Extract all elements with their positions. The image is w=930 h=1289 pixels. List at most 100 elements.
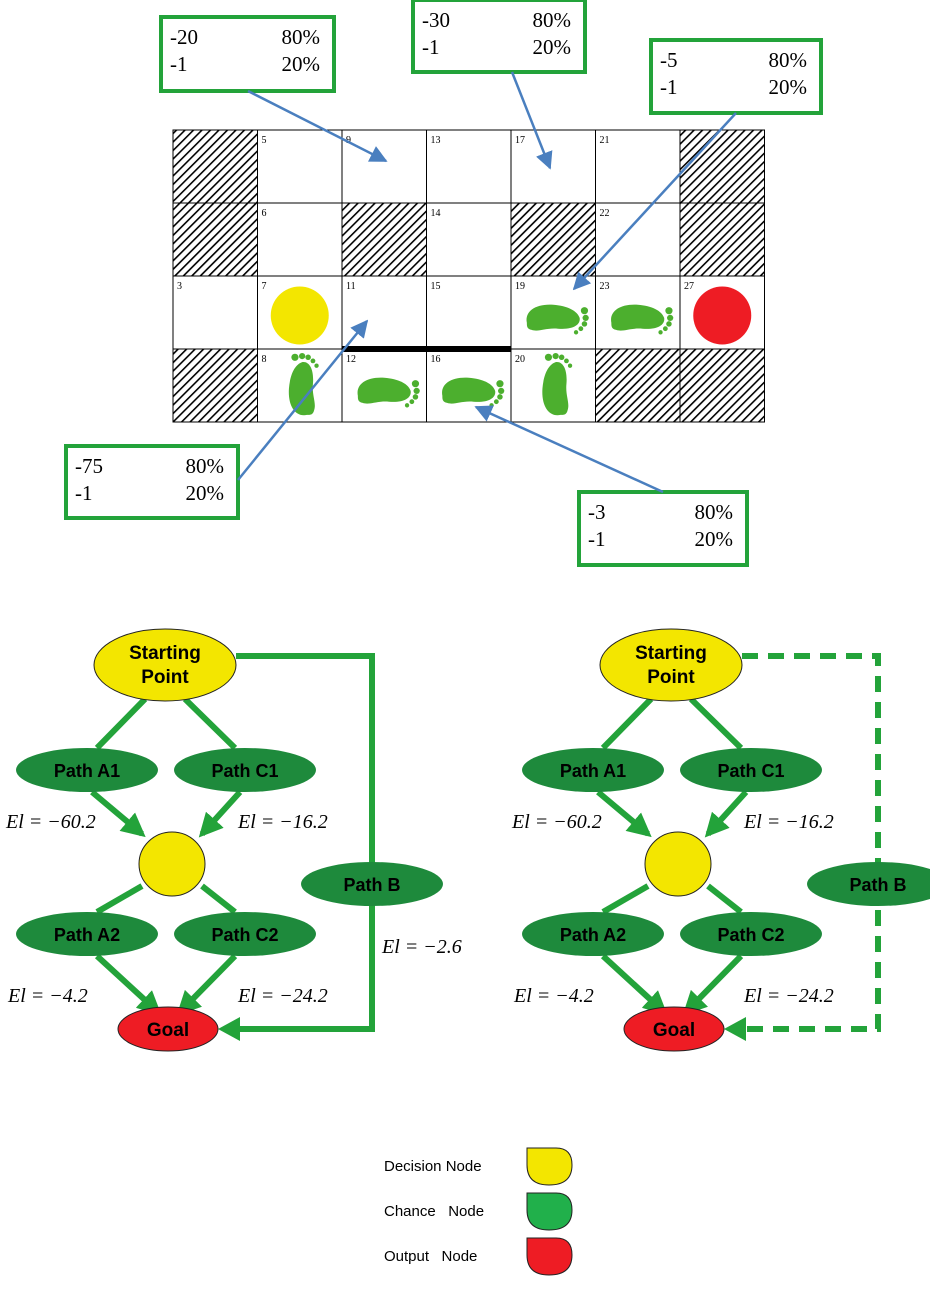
blocked-cell	[510, 202, 596, 277]
cell-number: 15	[431, 281, 441, 292]
callout-arrow	[572, 112, 737, 291]
path-c1-node-label: Path C1	[717, 761, 784, 781]
edge-decision-a2	[601, 883, 650, 915]
blocked-cell	[679, 129, 765, 204]
edge-c2-goal	[682, 953, 744, 1016]
expected-loss-c2: El = −24.2	[237, 985, 328, 1007]
goal-node	[623, 1006, 725, 1052]
callout-probability: 80%	[533, 8, 572, 32]
goal-label: Goal	[653, 1020, 695, 1041]
callout-probability: 80%	[695, 500, 734, 524]
edge-start-c1	[688, 696, 744, 751]
cell-number: 16	[431, 354, 441, 365]
edge-c1-decision	[198, 789, 243, 838]
blocked-cell	[172, 129, 258, 204]
path-b-node	[301, 862, 443, 906]
callout-value: -5	[660, 48, 678, 72]
goal-label: Goal	[147, 1020, 189, 1041]
cell-number: 11	[346, 281, 356, 292]
callout-value: -1	[75, 481, 93, 505]
start-circle	[270, 286, 329, 345]
callout-value: -1	[660, 75, 678, 99]
callout-value: -3	[588, 500, 606, 524]
blocked-cell	[172, 348, 258, 423]
starting-point-node	[599, 628, 743, 702]
edge-a1-decision	[596, 789, 652, 838]
path-a1-node	[16, 748, 158, 792]
edge-decision-a2	[95, 883, 144, 915]
starting-point-label: Point	[647, 667, 695, 688]
path-c2-node	[680, 912, 822, 956]
callout-probability: 80%	[282, 25, 321, 49]
callout-value: -20	[170, 25, 198, 49]
callout-cell-11: -75 80% -1 20%	[64, 319, 369, 520]
edge-decision-c2	[200, 883, 237, 915]
callout-probability: 20%	[533, 35, 572, 59]
grid-cell	[257, 202, 343, 277]
callout-value: -1	[588, 527, 606, 551]
decision-node	[644, 831, 712, 897]
callout-probability: 20%	[695, 527, 734, 551]
callout-value: -1	[422, 35, 440, 59]
path-a2-node-label: Path A2	[560, 925, 626, 945]
starting-point-label: Starting	[635, 643, 707, 664]
grid-cell	[595, 202, 681, 277]
blocked-cell	[172, 202, 258, 277]
cell-number: 6	[262, 208, 267, 219]
callout-probability: 20%	[186, 481, 225, 505]
callout-box	[64, 444, 240, 520]
expected-loss-c1: El = −16.2	[743, 811, 834, 833]
path-b-node	[807, 862, 930, 906]
goal-circle	[693, 286, 752, 345]
expected-loss-c2: El = −24.2	[743, 985, 834, 1007]
expected-loss-a1: El = −60.2	[5, 811, 96, 833]
blocked-cell	[679, 348, 765, 423]
cell-number: 20	[515, 354, 525, 365]
cell-number: 7	[262, 281, 267, 292]
cell-number: 8	[262, 354, 267, 365]
grid-cell	[341, 129, 427, 204]
cost-callouts: -20 80% -1 20% -30 80% -1 20% -5 80% -1 20% -75 80% -1…	[64, 0, 823, 567]
cell-number: 5	[262, 135, 267, 146]
edge-a2-goal	[94, 953, 162, 1016]
cell-number: 23	[600, 281, 610, 292]
callout-probability: 80%	[769, 48, 808, 72]
edge-start-a1	[94, 696, 148, 751]
callout-value: -30	[422, 8, 450, 32]
cell-number: 3	[177, 281, 182, 292]
legend-label: Chance Node	[384, 1203, 484, 1220]
edge-start-a1	[600, 696, 654, 751]
edge-a1-decision	[90, 789, 146, 838]
callout-probability: 80%	[186, 454, 225, 478]
edge-c2-goal	[176, 953, 238, 1016]
callout-cell-16: -3 80% -1 20%	[474, 405, 749, 567]
expected-loss-b: El = −2.6	[381, 936, 462, 958]
starting-point-node	[93, 628, 237, 702]
callout-box	[159, 15, 336, 93]
path-a1-node-label: Path A1	[560, 761, 626, 781]
path-c1-node	[174, 748, 316, 792]
edge-start-c1	[182, 696, 238, 751]
path-a1-node-label: Path A1	[54, 761, 120, 781]
callout-arrow	[474, 405, 664, 494]
blocked-cell	[679, 202, 765, 277]
callout-arrow	[510, 71, 553, 170]
legend-swatch	[526, 1147, 573, 1186]
path-c1-node-label: Path C1	[211, 761, 278, 781]
callout-value: -75	[75, 454, 103, 478]
path-a2-node-label: Path A2	[54, 925, 120, 945]
edge-a2-goal	[600, 953, 668, 1016]
path-b-route	[732, 653, 881, 1032]
callout-probability: 20%	[282, 52, 321, 76]
legend-swatch	[526, 1237, 573, 1276]
path-a2-node	[16, 912, 158, 956]
cell-number: 17	[515, 135, 525, 146]
expected-loss-a2: El = −4.2	[7, 985, 88, 1007]
path-b-node-label: Path B	[849, 875, 906, 895]
